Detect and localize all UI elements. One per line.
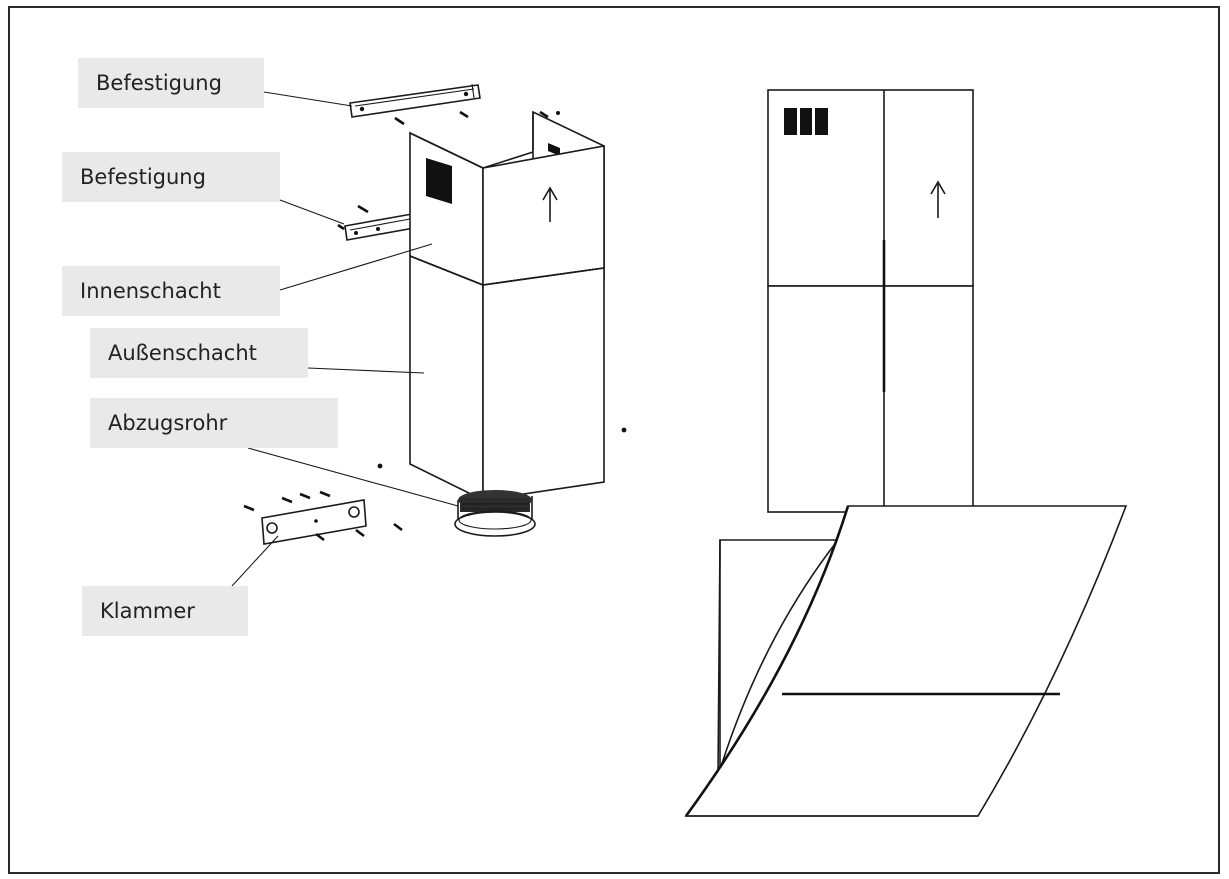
assembled-view <box>684 89 1128 817</box>
assembled-chimney <box>767 89 974 513</box>
callout-befestigung-lower: Befestigung <box>62 152 280 202</box>
callout-abzugsrohr: Abzugsrohr <box>90 398 338 448</box>
lower-mounting-bracket <box>337 204 415 241</box>
exploded-view <box>231 83 627 587</box>
callout-klammer: Klammer <box>82 586 248 636</box>
inner-chimney <box>409 110 605 287</box>
exhaust-pipe <box>454 490 536 537</box>
callout-befestigung-upper: Befestigung <box>78 58 264 108</box>
callout-innenschacht: Innenschacht <box>62 266 280 316</box>
callout-aussenschacht: Außenschacht <box>90 328 308 378</box>
clamp-bracket <box>243 427 627 545</box>
assembled-hood <box>684 505 1128 817</box>
upper-mounting-bracket <box>349 83 481 118</box>
leader-lines <box>231 91 459 587</box>
outer-chimney <box>409 254 605 502</box>
screws-upper <box>394 110 560 126</box>
